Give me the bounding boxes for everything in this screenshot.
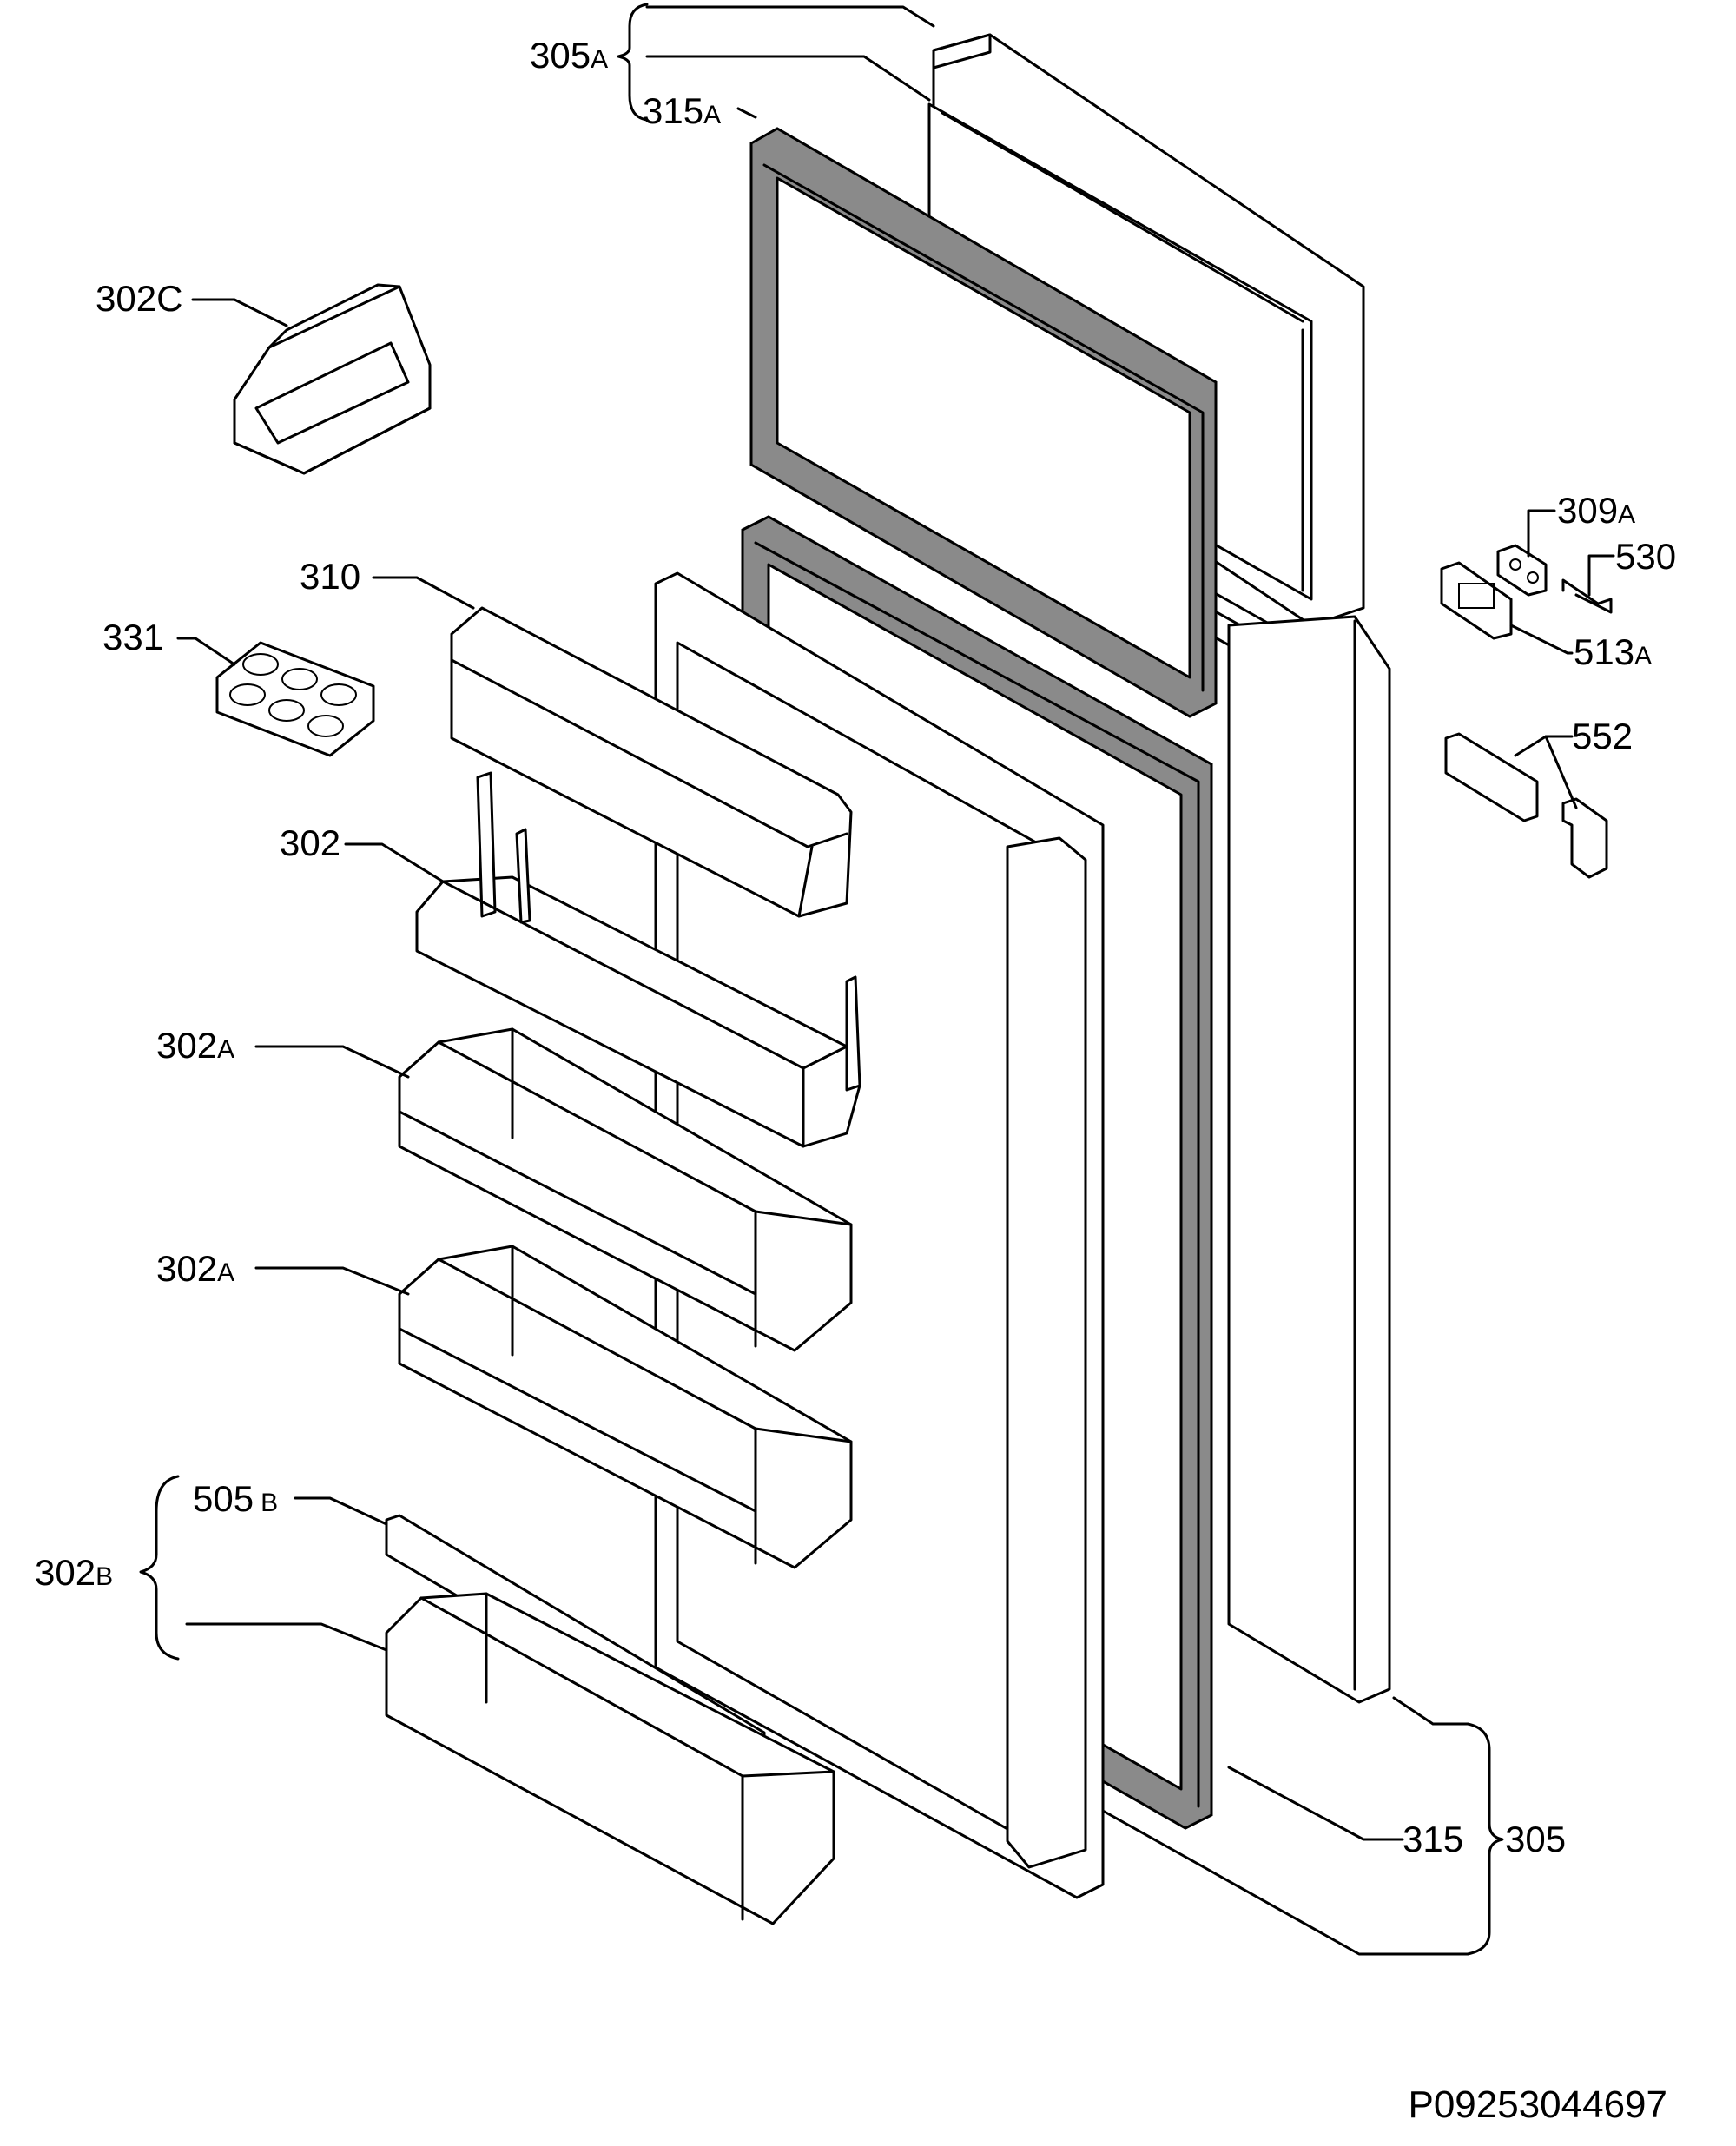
door-shelf-302b-part <box>385 1592 835 1925</box>
label-310: 310 <box>300 556 360 597</box>
hinge-cover-part <box>1440 561 1513 640</box>
label-331: 331 <box>102 617 163 657</box>
label-552: 552 <box>1572 716 1633 756</box>
dairy-flap-part <box>450 606 853 918</box>
butter-box-part <box>233 283 432 475</box>
label-302a-1: 302A <box>156 1025 234 1066</box>
document-code: P09253044697 <box>1408 2083 1667 2126</box>
door-shelf-302a-2-part <box>398 1245 853 1569</box>
hinge-plate-part <box>1496 544 1548 597</box>
label-309a: 309A <box>1557 490 1635 531</box>
door-shelf-302a-1-part <box>398 1027 853 1352</box>
label-302a-2: 302A <box>156 1248 234 1289</box>
door-shelf-302-part <box>415 771 861 1148</box>
label-315a: 315A <box>643 90 721 131</box>
freezer-door-gasket-part <box>749 127 1218 718</box>
label-302c: 302C <box>96 278 182 319</box>
label-315: 315 <box>1403 1819 1463 1859</box>
hinge-clip-part <box>1561 578 1613 614</box>
leader-lines <box>139 3 1615 1956</box>
label-305a: 305A <box>530 35 608 76</box>
label-302: 302 <box>280 822 340 863</box>
label-305: 305 <box>1505 1819 1566 1859</box>
egg-tray-part <box>215 641 375 757</box>
label-513a: 513A <box>1574 631 1652 672</box>
label-302b: 302B <box>35 1552 113 1593</box>
label-530: 530 <box>1615 536 1676 577</box>
hinge-bracket-part <box>1444 732 1608 879</box>
fridge-door-part <box>1227 615 1391 1704</box>
